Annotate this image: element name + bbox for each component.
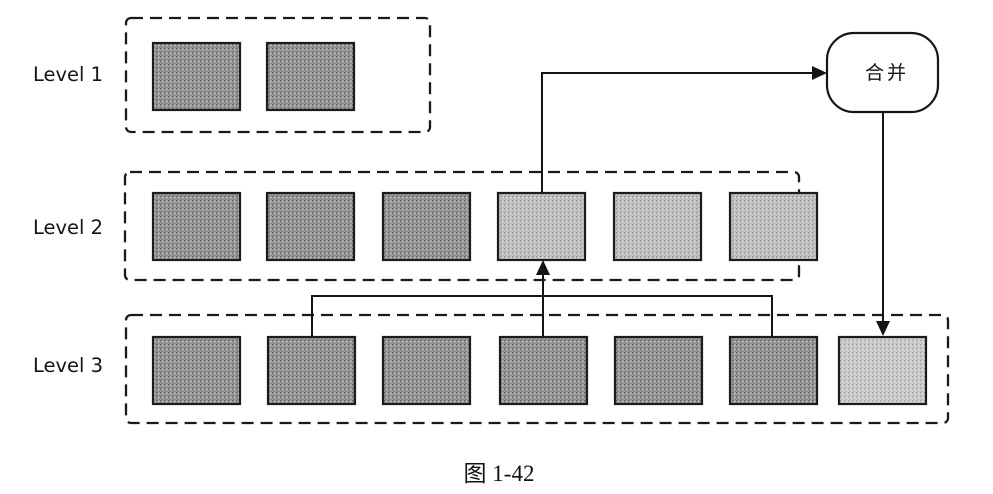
merge-input-arrowhead bbox=[812, 66, 827, 80]
level-2-label: Level 2 bbox=[33, 216, 103, 239]
level-3-box-6 bbox=[728, 335, 819, 406]
level-2-box-5 bbox=[612, 191, 703, 262]
level-2-boxes bbox=[151, 191, 819, 262]
level-3-box-3 bbox=[381, 335, 472, 406]
level-3-boundary bbox=[124, 313, 950, 425]
level-2-box-3 bbox=[381, 191, 472, 262]
merge-node bbox=[825, 31, 940, 114]
level-1-box-2 bbox=[265, 41, 356, 112]
level-3-box-7 bbox=[837, 335, 928, 406]
level-3-box-4 bbox=[498, 335, 589, 406]
level-3-label: Level 3 bbox=[33, 354, 103, 377]
level2-to-merge-connector bbox=[541, 72, 820, 193]
level-1-label: Level 1 bbox=[33, 63, 103, 86]
merge-node-label: 合并 bbox=[865, 62, 909, 84]
level-2-box-6 bbox=[728, 191, 819, 262]
level-3-box-1 bbox=[151, 335, 242, 406]
level-3-boxes bbox=[151, 335, 928, 406]
level2-box4-input-arrowhead bbox=[536, 260, 550, 275]
level-1-boxes bbox=[151, 41, 356, 112]
level-1-box-1 bbox=[151, 41, 242, 112]
level-2-box-4 bbox=[496, 191, 587, 262]
level-2-box-1 bbox=[151, 191, 242, 262]
level-3-box-2 bbox=[266, 335, 357, 406]
figure-caption: 图 1-42 bbox=[464, 461, 535, 486]
merge-output-arrowhead bbox=[876, 321, 890, 336]
level-2-box-2 bbox=[265, 191, 356, 262]
level-2-boundary bbox=[123, 170, 801, 282]
level-1-boundary bbox=[124, 16, 432, 134]
level-3-box-5 bbox=[613, 335, 704, 406]
